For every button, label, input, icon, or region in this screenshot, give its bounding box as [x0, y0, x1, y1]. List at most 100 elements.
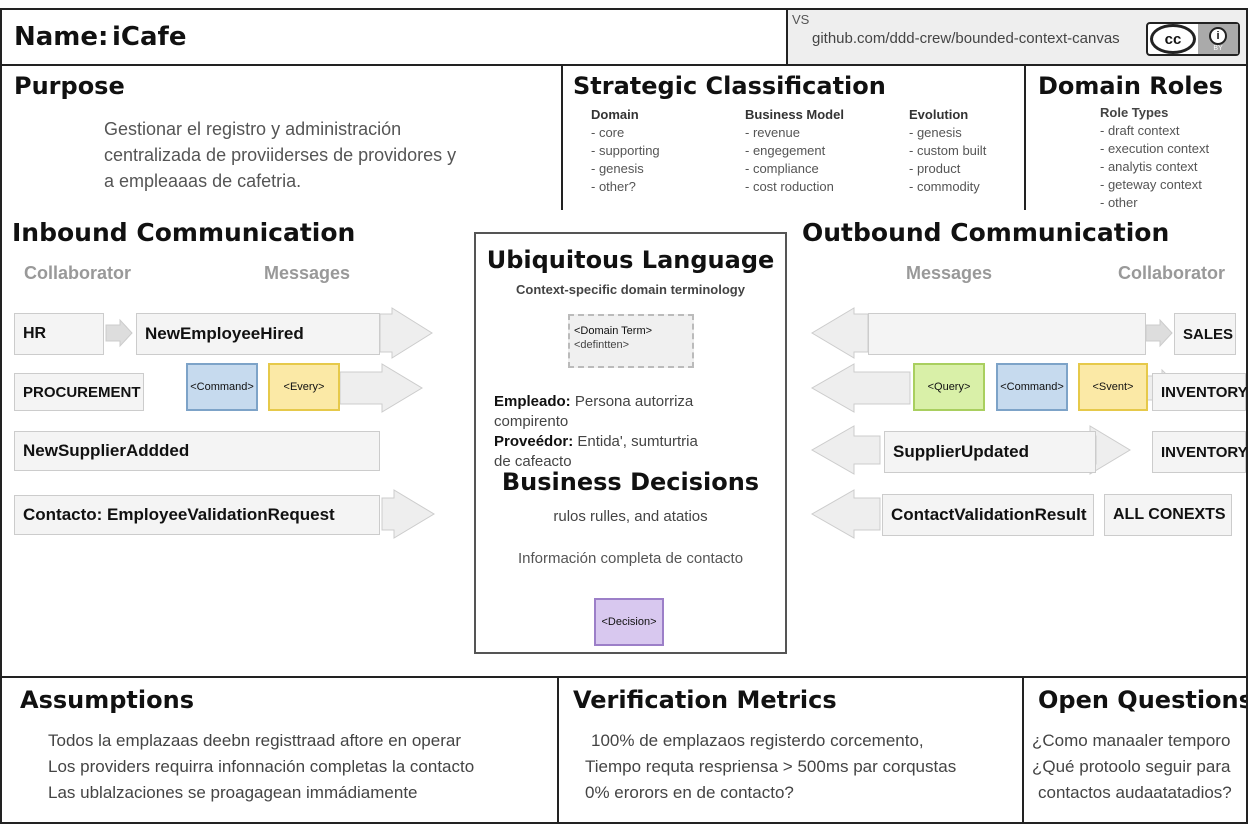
header-name-box: Name: iCafe	[0, 8, 790, 66]
term-name: Proveédor:	[494, 433, 574, 450]
arrow-icon	[381, 489, 435, 539]
sticky-command[interactable]: <Command>	[186, 363, 258, 411]
arrow-icon	[810, 489, 881, 539]
ubiquitous-title: Ubiquitous Language	[486, 246, 775, 274]
outbound-collaborator-inventory-2[interactable]: INVENTORY	[1152, 431, 1248, 473]
column-heading: Evolution	[909, 107, 969, 122]
verification-title: Verification Metrics	[573, 686, 837, 714]
question-line: ¿Como manaaler temporo	[1032, 731, 1231, 750]
column-heading: Domain	[591, 107, 639, 122]
purpose-title: Purpose	[14, 72, 125, 100]
open-questions-section: Open Questions ¿Como manaaler temporo ¿Q…	[1022, 676, 1248, 824]
strategic-classification-section: Strategic Classification Domain - core -…	[561, 64, 1027, 212]
arrow-icon	[811, 307, 869, 359]
purpose-section: Purpose Gestionar el registro y administ…	[0, 64, 564, 212]
arrow-icon	[339, 363, 423, 413]
strategic-column-business-model: Business Model - revenue - engegement - …	[745, 106, 844, 196]
open-questions-text: ¿Como manaaler temporo ¿Qué protoolo seg…	[1032, 728, 1232, 806]
sticky-query[interactable]: <Query>	[913, 363, 985, 411]
inbound-collaborator-hr[interactable]: HR	[14, 313, 104, 355]
column-heading: Business Model	[745, 107, 844, 122]
term-proveedor: Proveédor: Entida', sumturtria de cafeac…	[494, 432, 698, 472]
vs-label: VS	[792, 12, 810, 27]
business-decisions-info: Información completa de contacto	[517, 550, 744, 567]
sticky-event[interactable]: <Svent>	[1078, 363, 1148, 411]
arrow-icon	[379, 307, 433, 359]
metric-line: 0% erorors en de contacto?	[585, 783, 794, 802]
ubiquitous-language-section: Ubiquitous Language Context-specific dom…	[474, 232, 787, 654]
assumptions-section: Assumptions Todos la emplazaas deebn reg…	[0, 676, 560, 824]
domain-roles-title: Domain Roles	[1038, 72, 1224, 100]
column-item: - revenue	[745, 125, 800, 140]
domain-term-definition: <defintten>	[574, 339, 630, 351]
verification-text: 100% de emplazaos registerdo corcemento,…	[585, 728, 956, 806]
arrow-icon	[810, 363, 911, 413]
column-item: - genesis	[591, 161, 644, 176]
header-source-box: VS github.com/ddd-crew/bounded-context-c…	[786, 8, 1248, 66]
inbound-arrows	[105, 307, 435, 539]
arrow-icon	[810, 425, 881, 475]
business-decisions-subtitle: rulos rulles, and atatios	[553, 508, 708, 525]
strategic-column-domain: Domain - core - supporting - genesis - o…	[591, 106, 660, 196]
assumption-line: Las ublalzaciones se proagagean immádiam…	[48, 783, 418, 802]
inbound-message-new-employee-hired[interactable]: NewEmployeeHired	[136, 313, 380, 355]
arrow-icon	[105, 318, 133, 348]
source-url[interactable]: github.com/ddd-crew/bounded-context-canv…	[812, 30, 1120, 47]
role-item: - draft context	[1100, 123, 1180, 138]
assumption-line: Los providers requirra infonnación compl…	[48, 757, 475, 776]
inbound-col-messages: Messages	[264, 263, 351, 283]
outbound-col-collaborator: Collaborator	[1118, 263, 1226, 283]
role-item: - geteway context	[1100, 177, 1202, 192]
cc-license-badge: cc i BY	[1146, 22, 1240, 56]
inbound-col-collaborator: Collaborator	[24, 263, 132, 283]
column-item: - engegement	[745, 143, 826, 158]
arrow-icon	[1089, 425, 1131, 475]
outbound-title: Outbound Communication	[802, 218, 1170, 247]
inbound-message-new-supplier-added[interactable]: NewSupplierAddded	[14, 431, 380, 471]
by-icon: i	[1209, 26, 1227, 45]
name-value: iCafe	[112, 22, 187, 52]
column-item: - supporting	[591, 143, 660, 158]
inbound-message-employee-validation-request[interactable]: Contacto: EmployeeValidationRequest	[14, 495, 380, 535]
column-item: - compliance	[745, 161, 819, 176]
strategic-column-evolution: Evolution - genesis - custom built - pro…	[909, 106, 986, 196]
role-types-heading: Role Types	[1100, 105, 1169, 120]
term-definition: Entida', sumturtria	[573, 433, 698, 450]
term-definition: Persona autorriza	[570, 393, 694, 410]
outbound-collaborator-inventory[interactable]: INVENTORY	[1152, 373, 1248, 411]
outbound-collaborator-all-contexts[interactable]: ALL CONEXTS	[1104, 494, 1232, 536]
inbound-collaborator-procurement[interactable]: PROCUREMENT	[14, 373, 144, 411]
purpose-line: centralizada de proviiderses de providor…	[104, 145, 457, 165]
purpose-text: Gestionar el registro y administración c…	[104, 116, 456, 194]
outbound-message-supplier-updated[interactable]: SupplierUpdated	[884, 431, 1096, 473]
business-decisions-title: Business Decisions	[501, 468, 760, 496]
column-item: - product	[909, 161, 961, 176]
column-item: - genesis	[909, 125, 962, 140]
outbound-col-messages: Messages	[906, 263, 993, 283]
question-line: ¿Qué protoolo seguir para	[1032, 757, 1231, 776]
domain-term-placeholder[interactable]: <Domain Term> <defintten>	[568, 314, 694, 368]
outbound-collaborator-sales[interactable]: SALES	[1174, 313, 1236, 355]
role-item: - execution context	[1100, 141, 1210, 156]
sticky-event[interactable]: <Every>	[268, 363, 340, 411]
outbound-message-empty[interactable]	[868, 313, 1146, 355]
term-empleado: Empleado: Persona autorriza compirento	[494, 392, 693, 432]
column-item: - other?	[591, 179, 636, 194]
ubiquitous-subtitle: Context-specific domain terminology	[516, 282, 745, 297]
assumptions-text: Todos la emplazaas deebn registtraad aft…	[48, 728, 474, 806]
column-item: - cost roduction	[745, 179, 834, 194]
outbound-message-contact-validation-result[interactable]: ContactValidationResult	[882, 494, 1094, 536]
inbound-title: Inbound Communication	[12, 218, 356, 247]
name-label: Name:	[14, 22, 109, 52]
term-definition: compirento	[494, 413, 569, 430]
verification-metrics-section: Verification Metrics 100% de emplazaos r…	[557, 676, 1025, 824]
sticky-decision[interactable]: <Decision>	[594, 598, 664, 646]
strategic-title: Strategic Classification	[573, 72, 886, 100]
sticky-command[interactable]: <Command>	[996, 363, 1068, 411]
role-types-list: Role Types - draft context - execution c…	[1100, 104, 1209, 212]
assumption-line: Todos la emplazaas deebn registtraad aft…	[48, 731, 461, 750]
role-item: - analytis context	[1100, 159, 1198, 174]
by-label: BY	[1213, 44, 1223, 52]
domain-term-label: <Domain Term>	[574, 325, 653, 337]
role-item: - other	[1100, 195, 1138, 210]
